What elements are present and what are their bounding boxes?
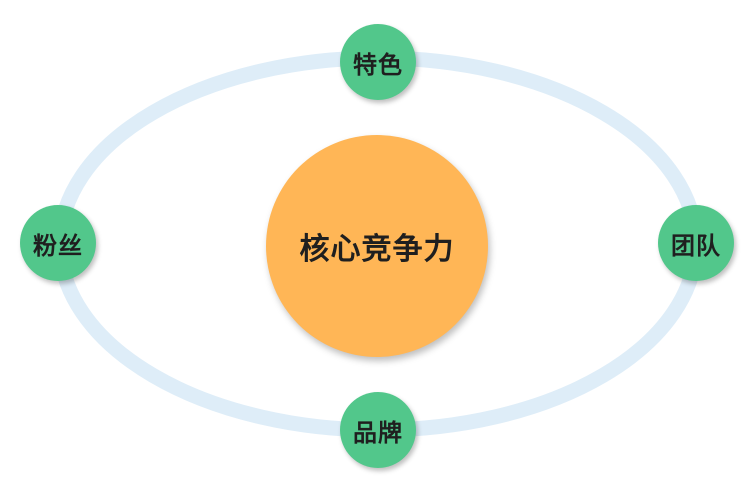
node-top-label: 特色 [353,50,403,79]
node-left: 粉丝 [20,205,96,281]
center-circle: 核心竞争力 [266,135,488,357]
node-right: 团队 [658,205,734,281]
node-bottom: 品牌 [340,392,416,468]
node-right-label: 团队 [671,231,721,260]
center-label: 核心竞争力 [299,232,455,267]
node-top: 特色 [340,24,416,100]
node-left-label: 粉丝 [33,231,83,260]
node-bottom-label: 品牌 [353,418,403,447]
